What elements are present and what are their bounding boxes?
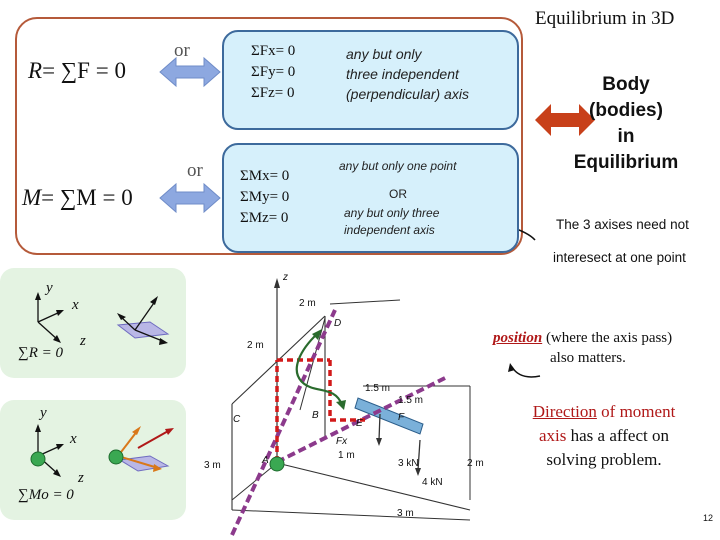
position-note: position (where the axis pass) also matt… bbox=[493, 328, 672, 368]
force-axis-y: y bbox=[46, 280, 53, 296]
fig-label-e: E bbox=[356, 418, 363, 429]
page-number: 12 bbox=[703, 513, 714, 523]
direction-line-3: solving problem. bbox=[546, 450, 662, 469]
fig-label-d: D bbox=[334, 318, 342, 329]
body-line-3: in bbox=[617, 126, 635, 147]
fig-dim-3m-left: 3 m bbox=[204, 460, 221, 471]
fig-fx: Fx bbox=[336, 436, 348, 447]
force-axis-note: any but only three independent (perpendi… bbox=[346, 44, 469, 104]
body-line-4: Equilibrium bbox=[573, 152, 679, 173]
or-label-force: or bbox=[174, 40, 190, 61]
force-equations-box bbox=[222, 30, 519, 130]
position-keyword: position bbox=[493, 330, 543, 346]
direction-axis-word: axis bbox=[539, 426, 567, 445]
force-equations: ΣFx= 0 ΣFy= 0 ΣFz= 0 bbox=[251, 41, 295, 104]
page-title: Equilibrium in 3D bbox=[535, 8, 675, 29]
eq-my: ΣMy= 0 bbox=[240, 189, 290, 205]
direction-word: Direction bbox=[532, 402, 597, 421]
force-axes-box bbox=[0, 268, 186, 378]
fig-load-3kn: 3 kN bbox=[398, 458, 419, 469]
eq-fx: ΣFx= 0 bbox=[251, 43, 296, 59]
moment-axis-z: z bbox=[78, 470, 84, 486]
moment-sum-label: ∑Mo = 0 bbox=[18, 487, 74, 503]
moment-point-note: any but only one point bbox=[339, 159, 457, 173]
fig-dim-2m-top: 2 m bbox=[299, 298, 316, 309]
force-axes-icon bbox=[35, 292, 64, 343]
force-sum-label: ∑R = 0 bbox=[18, 345, 63, 361]
equations-frame bbox=[15, 17, 523, 255]
moment-axis-line-2: independent axis bbox=[344, 223, 435, 237]
fig-load-4kn: 4 kN bbox=[422, 477, 443, 488]
moment-or-note: OR bbox=[389, 187, 407, 201]
axes-intersect-note-1: The 3 axises need not bbox=[556, 217, 689, 232]
moment-axis-note: any but only three independent axis bbox=[344, 205, 439, 239]
resultant-sum: = ∑F = 0 bbox=[42, 58, 126, 83]
force-note-line-3: (perpendicular) axis bbox=[346, 86, 469, 102]
force-resultant-formula: R= ∑F = 0 bbox=[28, 58, 126, 84]
axes-diagrams bbox=[30, 292, 174, 477]
resultant-symbol: R bbox=[28, 58, 43, 83]
fig-dim-3m-bottom: 3 m bbox=[397, 508, 414, 519]
axes-intersect-note-2: intereseсt at one point bbox=[553, 250, 686, 265]
force-plane-icon bbox=[116, 296, 170, 345]
fig-dim-2m-left: 2 m bbox=[247, 340, 264, 351]
body-line-1: Body bbox=[602, 74, 650, 95]
position-rest: (where the axis pass) bbox=[542, 330, 673, 346]
fig-label-b: B bbox=[312, 410, 319, 421]
fig-label-z: z bbox=[283, 272, 288, 283]
or-label-moment: or bbox=[187, 160, 203, 181]
moment-symbol: M bbox=[22, 185, 42, 210]
moment-axis-y: y bbox=[40, 405, 47, 421]
moment-equations: ΣMx= 0 ΣMy= 0 ΣMz= 0 bbox=[240, 166, 289, 229]
fig-label-a: A bbox=[262, 455, 269, 466]
fig-label-f: F bbox=[398, 412, 405, 423]
moment-axis-line-1: any but only three bbox=[344, 206, 440, 220]
body-line-2: (bodies) bbox=[589, 100, 663, 121]
fig-label-c: C bbox=[233, 414, 241, 425]
force-axis-x: x bbox=[72, 297, 79, 313]
force-note-line-2: three independent bbox=[346, 66, 459, 82]
direction-moment-word: moment bbox=[619, 402, 676, 421]
moment-plane-icon bbox=[108, 426, 174, 472]
double-arrow-moment-icon bbox=[159, 182, 221, 214]
moment-equations-box bbox=[222, 143, 519, 253]
moment-resultant-formula: M= ∑M = 0 bbox=[22, 185, 133, 211]
double-arrow-body-icon bbox=[535, 104, 595, 136]
moment-axis-x: x bbox=[70, 431, 77, 447]
position-line-2: also matters. bbox=[550, 350, 626, 366]
direction-line-2: has a affect on bbox=[566, 426, 669, 445]
eq-mx: ΣMx= 0 bbox=[240, 168, 290, 184]
direction-mid: of bbox=[596, 402, 620, 421]
body-equilibrium-label: Body (bodies) in Equilibrium bbox=[562, 72, 690, 176]
eq-fz: ΣFz= 0 bbox=[251, 85, 295, 101]
force-axis-z: z bbox=[80, 333, 86, 349]
eq-fy: ΣFy= 0 bbox=[251, 64, 296, 80]
fig-dim-1-5m-a: 1.5 m bbox=[365, 383, 391, 394]
fig-dim-1-5m-b: 1.5 m bbox=[398, 395, 424, 406]
double-arrow-force-icon bbox=[159, 56, 221, 88]
moment-axes-icon bbox=[30, 424, 64, 477]
fig-dim-1m: 1 m bbox=[338, 450, 355, 461]
moment-sum: = ∑M = 0 bbox=[41, 185, 133, 210]
force-note-line-1: any but only bbox=[346, 46, 422, 62]
fig-dim-2m-right: 2 m bbox=[467, 458, 484, 469]
eq-mz: ΣMz= 0 bbox=[240, 210, 289, 226]
direction-note: Direction of moment axis has a affect on… bbox=[513, 400, 695, 472]
